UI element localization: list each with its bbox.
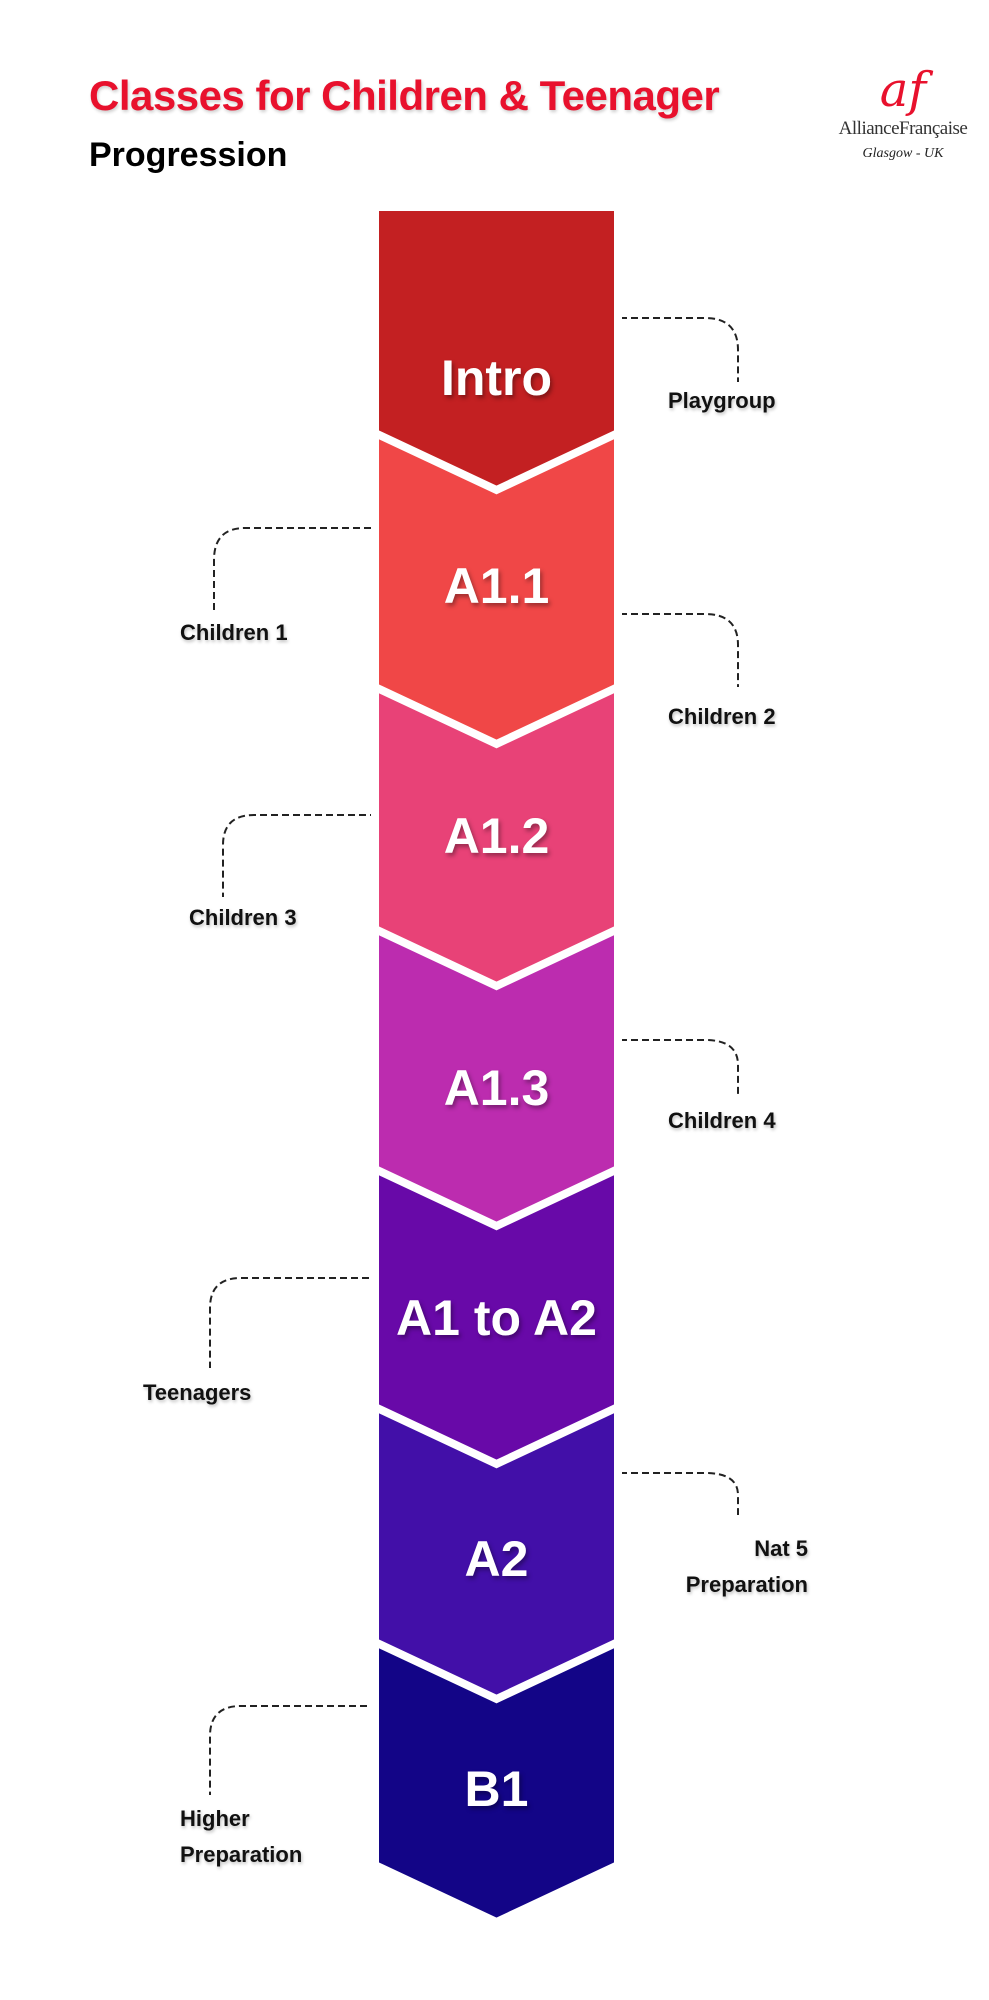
segment-label-b1: B1	[464, 1761, 529, 1817]
segment-label-a1-to-a2: A1 to A2	[396, 1290, 597, 1346]
label-children-3: Children 3	[189, 905, 297, 930]
label-higher-preparation: Higher Preparation	[180, 1801, 302, 1873]
label-children-1: Children 1	[180, 620, 288, 645]
connector-children-2	[620, 613, 739, 687]
label-teenagers: Teenagers	[143, 1380, 252, 1405]
connector-children-3	[222, 814, 377, 897]
label-nat5-line2: Preparation	[685, 1572, 808, 1597]
label-playgroup: Playgroup	[668, 388, 776, 413]
connector-nat5	[620, 1472, 739, 1515]
segment-label-a1-2: A1.2	[443, 808, 550, 864]
label-children-4: Children 4	[668, 1108, 776, 1133]
segment-label-a2: A2	[464, 1531, 529, 1587]
label-higher-line2: Preparation	[180, 1842, 303, 1867]
logo-name: AllianceFrançaise	[838, 118, 968, 139]
connector-playgroup	[620, 317, 739, 382]
segment-label-intro: Intro	[440, 350, 553, 406]
logo-city: Glasgow - UK	[862, 146, 944, 161]
logo-mark: af	[879, 62, 927, 118]
connector-children-4	[620, 1039, 739, 1095]
connector-children-1	[213, 527, 371, 611]
segment-intro	[371, 203, 622, 495]
connector-higher	[209, 1705, 367, 1795]
alliance-francaise-logo: af AllianceFrançaise Glasgow - UK	[828, 66, 978, 162]
segment-label-a1-3: A1.3	[443, 1060, 550, 1116]
label-higher-line1: Higher	[180, 1806, 250, 1831]
connector-teenagers	[209, 1277, 369, 1368]
segment-label-a1-1: A1.1	[443, 558, 550, 614]
page-title: Classes for Children & Teenager	[89, 72, 720, 119]
label-nat5-line1: Nat 5	[754, 1536, 808, 1561]
label-nat5-preparation: Nat 5 Preparation	[686, 1531, 808, 1603]
page-subtitle: Progression	[89, 136, 288, 174]
label-children-2: Children 2	[668, 704, 776, 729]
